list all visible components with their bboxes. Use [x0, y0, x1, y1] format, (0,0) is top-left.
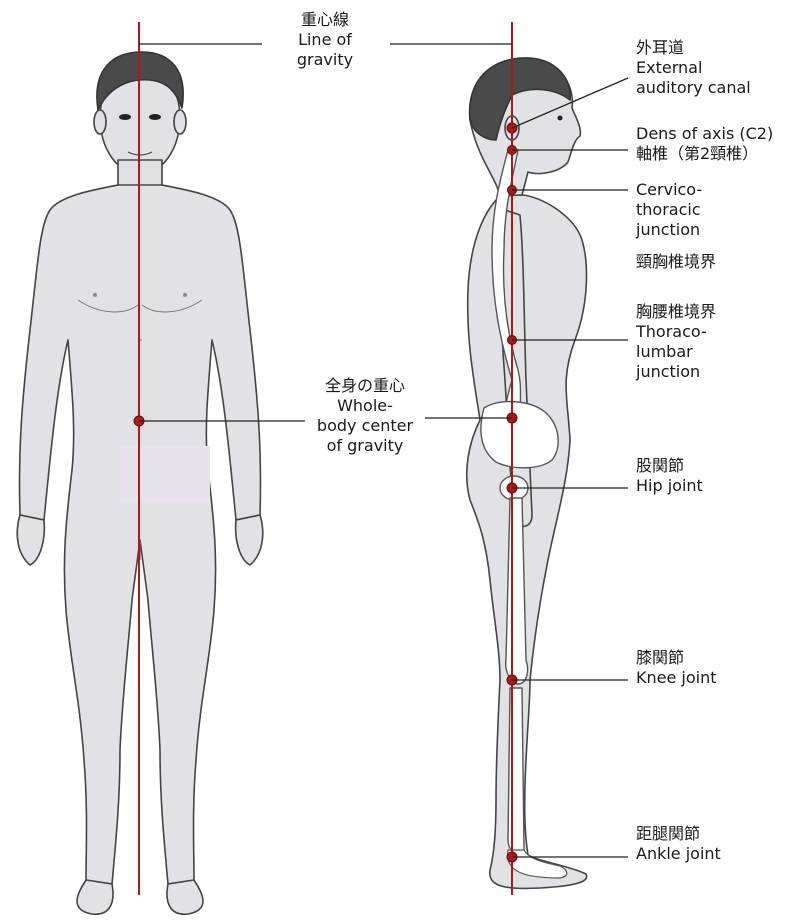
label-ankle-ja: 距腿関節 [636, 824, 721, 844]
side-tibia [508, 688, 524, 855]
label-line-of-gravity: 重心線 Line of gravity [270, 10, 380, 70]
label-tl-ja: 胸腰椎境界 [636, 302, 716, 322]
label-tl-en3: junction [636, 362, 716, 382]
label-knee-en: Knee joint [636, 668, 717, 688]
label-ct-en2: thoracic [636, 200, 716, 220]
front-ear-left [94, 110, 106, 134]
front-nipple-right [183, 293, 187, 297]
front-nipple-left [93, 293, 97, 297]
label-ct-ja: 頸胸椎境界 [636, 252, 716, 272]
label-ct-en3: junction [636, 220, 716, 240]
label-dens-en: Dens of axis (C2) [636, 124, 773, 144]
label-whole-body-cog: 全身の重心 Whole- body center of gravity [300, 376, 430, 456]
label-hip-ja: 股関節 [636, 456, 703, 476]
front-hand-left [17, 515, 44, 565]
label-line-of-gravity-en1: Line of [270, 30, 380, 50]
censor-box [120, 446, 210, 502]
label-cervicothoracic: Cervico- thoracic junction 頸胸椎境界 [636, 180, 716, 272]
label-hip-joint: 股関節 Hip joint [636, 456, 703, 496]
front-ear-right [174, 110, 186, 134]
label-eac-ja: 外耳道 [636, 38, 751, 58]
label-knee-ja: 膝関節 [636, 648, 717, 668]
front-eye-left [119, 114, 131, 120]
label-tl-en2: lumbar [636, 342, 716, 362]
side-eye [558, 116, 563, 121]
side-view-figure [467, 58, 587, 889]
front-foot-right [167, 880, 203, 914]
label-cog-en1: Whole- [300, 396, 430, 416]
label-eac-en2: auditory canal [636, 78, 751, 98]
label-dens-ja: 軸椎（第2頸椎） [636, 144, 773, 164]
label-dens-of-axis: Dens of axis (C2) 軸椎（第2頸椎） [636, 124, 773, 164]
front-foot-left [77, 880, 113, 914]
label-knee-joint: 膝関節 Knee joint [636, 648, 717, 688]
label-cog-en2: body center [300, 416, 430, 436]
front-eye-right [149, 114, 161, 120]
label-external-auditory-canal: 外耳道 External auditory canal [636, 38, 751, 98]
label-ct-en1: Cervico- [636, 180, 716, 200]
label-line-of-gravity-en2: gravity [270, 50, 380, 70]
label-eac-en1: External [636, 58, 751, 78]
side-body [467, 195, 587, 888]
label-ankle-joint: 距腿関節 Ankle joint [636, 824, 721, 864]
label-cog-en3: of gravity [300, 436, 430, 456]
label-line-of-gravity-ja: 重心線 [270, 10, 380, 30]
front-hand-right [236, 515, 263, 565]
label-cog-ja: 全身の重心 [300, 376, 430, 396]
label-ankle-en: Ankle joint [636, 844, 721, 864]
label-hip-en: Hip joint [636, 476, 703, 496]
label-thoracolumbar: 胸腰椎境界 Thoraco- lumbar junction [636, 302, 716, 382]
label-tl-en1: Thoraco- [636, 322, 716, 342]
